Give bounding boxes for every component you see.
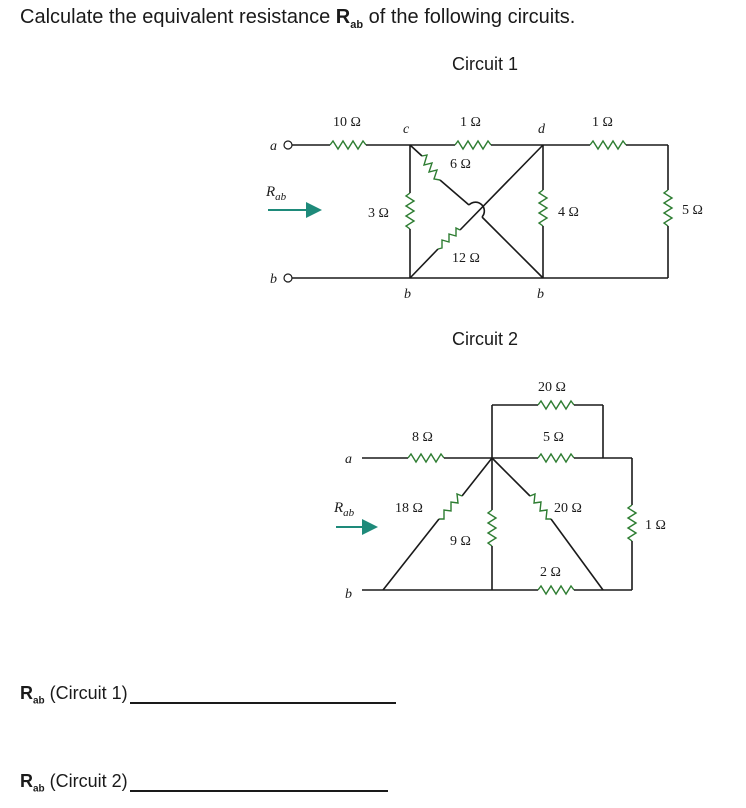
question-intro: Calculate the equivalent resistance	[20, 6, 336, 28]
answer-label-1: Rab (Circuit 1)	[20, 683, 128, 707]
label-6-ohm: 6 Ω	[450, 157, 471, 172]
resistor-2-ohm	[537, 584, 575, 596]
resistor-1-ohm-c2	[626, 504, 638, 542]
rab-label-c2: Rab	[333, 500, 355, 519]
node-b-label-c2: b	[345, 587, 352, 602]
terminal-a	[283, 140, 293, 150]
resistor-20-ohm-top	[537, 399, 575, 411]
label-5-ohm-c2: 5 Ω	[543, 430, 564, 445]
resistor-9-ohm	[486, 509, 498, 547]
resistor-1-ohm-right	[589, 139, 627, 151]
label-4-ohm: 4 Ω	[558, 205, 579, 220]
answer-circuit1: Rab (Circuit 1)	[20, 683, 396, 707]
circuit2-title: Circuit 2	[452, 329, 519, 349]
label-18-ohm: 18 Ω	[395, 501, 423, 516]
resistor-18-ohm	[439, 492, 463, 520]
label-10-ohm: 10 Ω	[333, 115, 361, 130]
answer-circuit2: Rab (Circuit 2)	[20, 771, 388, 795]
resistor-1-ohm-top	[454, 139, 492, 151]
answer-label-2: Rab (Circuit 2)	[20, 771, 128, 795]
node-b-mid1-label: b	[404, 287, 411, 302]
label-20-ohm-top: 20 Ω	[538, 380, 566, 395]
resistor-12-ohm	[437, 226, 461, 250]
node-c-label: c	[403, 122, 410, 137]
label-5-ohm: 5 Ω	[682, 203, 703, 218]
node-b-label: b	[270, 272, 277, 287]
resistor-5-ohm-c2	[537, 452, 575, 464]
label-2-ohm: 2 Ω	[540, 565, 561, 580]
node-b-mid2-label: b	[537, 287, 544, 302]
terminal-b	[283, 273, 293, 283]
node-d-label: d	[538, 122, 546, 137]
label-1-ohm-c2: 1 Ω	[645, 518, 666, 533]
rab-label-c1: Rab	[265, 184, 287, 203]
label-1-ohm-top: 1 Ω	[460, 115, 481, 130]
label-12-ohm: 12 Ω	[452, 251, 480, 266]
resistor-3-ohm	[404, 192, 416, 230]
resistor-20-ohm-diag	[529, 492, 551, 520]
node-a-label-c2: a	[345, 452, 352, 467]
rab-symbol: Rab	[335, 6, 364, 31]
resistor-10-ohm	[329, 139, 367, 151]
resistor-4-ohm	[537, 189, 549, 227]
question-text: Calculate the equivalent resistance Rab …	[20, 6, 575, 31]
resistor-8-ohm	[407, 452, 445, 464]
circuit2-diagram: a b 8 Ω 20 Ω 5 Ω 1 Ω 18 Ω 9 Ω	[333, 380, 666, 602]
answer-blank-1[interactable]	[129, 701, 396, 704]
resistor-5-ohm	[662, 189, 674, 227]
answer-blank-2[interactable]	[129, 789, 388, 792]
label-9-ohm: 9 Ω	[450, 534, 471, 549]
label-20-ohm-diag: 20 Ω	[554, 501, 582, 516]
node-a-label: a	[270, 139, 277, 154]
label-8-ohm: 8 Ω	[412, 430, 433, 445]
circuit1-title: Circuit 1	[452, 54, 519, 74]
label-3-ohm: 3 Ω	[368, 206, 389, 221]
circuit1-diagram: a b 10 Ω c 1 Ω d 1 Ω 5 Ω 3 Ω b	[265, 115, 703, 302]
label-1-ohm-right: 1 Ω	[592, 115, 613, 130]
question-outro: of the following circuits.	[363, 6, 576, 28]
resistor-6-ohm	[421, 154, 441, 181]
